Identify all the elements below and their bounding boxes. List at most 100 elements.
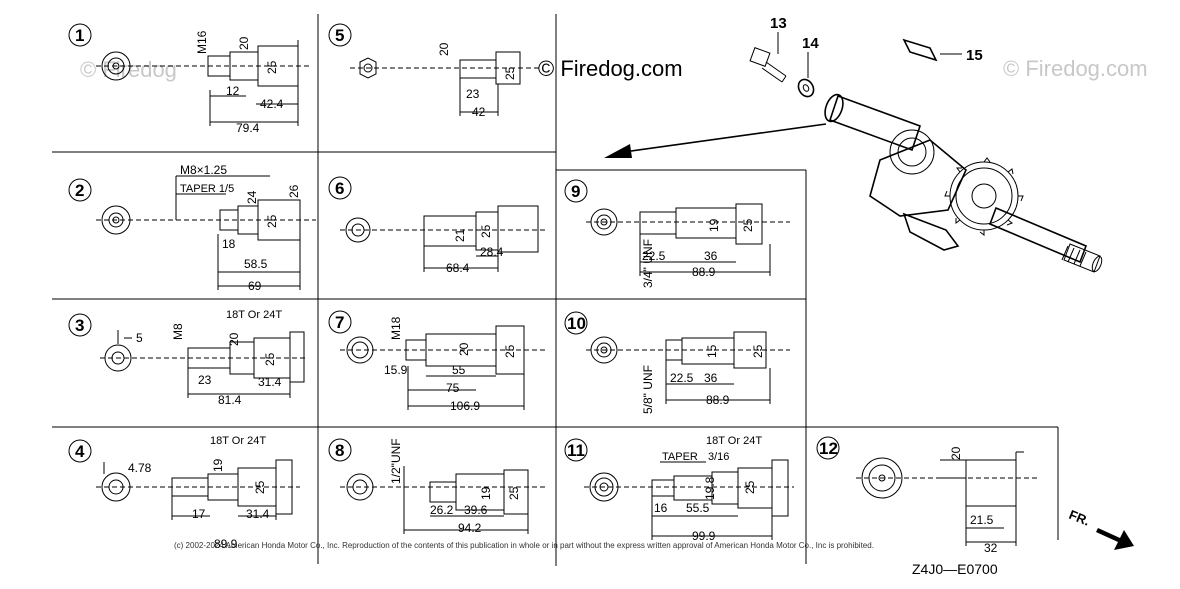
dim-label: 25 (507, 486, 521, 500)
dim-label: 69 (248, 279, 262, 293)
panel-2: 2 M8×1.25 TAPER 1/5 24 25 26 18 58.5 69 (68, 163, 316, 293)
dim-label: 17 (192, 507, 206, 521)
dim-label: 21.5 (970, 513, 994, 527)
dim-label: 19 (211, 458, 225, 472)
dim-label: 19 (479, 486, 493, 500)
dim-label: 42.4 (260, 97, 284, 111)
arrow-icon (604, 123, 827, 158)
panel-number: 12 (819, 439, 838, 458)
dim-label: 3/4" UNF (641, 239, 655, 288)
dim-label: 79.4 (236, 121, 260, 135)
dim-label: 21 (453, 228, 467, 242)
dim-label: 18T Or 24T (210, 435, 266, 447)
dim-label: 26 (287, 184, 301, 198)
crankshaft-icon (824, 93, 1103, 273)
dim-label: 19 (707, 218, 721, 232)
dim-label: 25 (265, 214, 279, 228)
part-number-13: 13 (770, 15, 787, 32)
dim-label: 26.2 (430, 503, 454, 517)
panel-number: 5 (335, 26, 344, 45)
dim-label: 42 (472, 105, 486, 119)
copyright-notice: (c) 2002-2024 American Honda Motor Co., … (174, 541, 874, 550)
dim-label: 36 (704, 371, 718, 385)
dim-label: 68.4 (446, 261, 470, 275)
part-number-14: 14 (802, 35, 819, 52)
dim-label: 25 (263, 352, 277, 366)
woodruff-key-icon (902, 38, 938, 62)
panel-4: 4 4.78 18T Or 24T 19 25 17 31.4 89.9 (68, 435, 300, 551)
dim-label: 81.4 (218, 393, 242, 407)
dim-label: 19.8 (703, 476, 717, 500)
panel-number: 9 (571, 182, 580, 201)
diagram-code: Z4J0—E0700 (912, 561, 998, 577)
dim-label: 25 (253, 480, 267, 494)
panel-number: 10 (567, 314, 586, 333)
grid-lines (52, 14, 1059, 566)
dim-label: 20 (237, 36, 251, 50)
dim-label: 32 (984, 541, 998, 555)
panel-9: 9 19 25 22.5 36 3/4" UNF 88.9 (564, 179, 790, 288)
panel-10: 10 15 25 22.5 36 5/8" UNF 88.9 (564, 311, 790, 414)
dim-label: 25 (751, 344, 765, 358)
washer-icon (797, 78, 815, 98)
panel-number: 4 (75, 442, 85, 461)
watermark-left: © Firedog (80, 57, 177, 82)
dim-label: 25 (741, 218, 755, 232)
panel-number: 3 (75, 316, 84, 335)
dim-label: 55 (452, 363, 466, 377)
dim-label: 24 (245, 190, 259, 204)
dim-label: TAPER 1/5 (180, 183, 234, 195)
dim-label: 15 (705, 344, 719, 358)
panel-8: 8 1/2"UNF 19 25 26.2 39.6 94.2 (328, 438, 548, 535)
dim-label: 18T Or 24T (226, 309, 282, 321)
panel-7: 7 M18 20 25 15.9 55 75 106.9 (328, 310, 545, 413)
dim-label: 5/8" UNF (641, 365, 655, 414)
dim-label: 20 (437, 42, 451, 56)
dim-label: 36 (704, 249, 718, 263)
panel-number: 6 (335, 179, 344, 198)
dim-label: 20 (457, 342, 471, 356)
dim-label: 5 (136, 331, 143, 345)
dim-label: 89.9 (214, 537, 238, 551)
dim-label: M8 (171, 323, 185, 340)
dim-label: 15.9 (384, 363, 408, 377)
dim-label: M8×1.25 (180, 163, 227, 177)
dim-label: 58.5 (244, 257, 268, 271)
dim-label: 23 (198, 373, 212, 387)
dim-label: 25 (503, 66, 517, 80)
panel-number: 8 (335, 441, 344, 460)
panel-3: 3 5 M8 18T Or 24T 20 25 23 31.4 81.4 (68, 309, 305, 407)
panel-1: 1 M16 20 25 12 42.4 79.4 (68, 23, 312, 135)
dim-label: 20 (227, 332, 241, 346)
dim-label: 18T Or 24T (706, 435, 762, 447)
bolt-icon (749, 47, 787, 83)
dim-label: 12 (226, 84, 240, 98)
dim-label: 25 (743, 480, 757, 494)
dim-label: 39.6 (464, 503, 488, 517)
dim-label: 94.2 (458, 521, 482, 535)
panel-5: 5 20 25 23 42 (328, 23, 540, 119)
crankshaft-assembly: 13 14 15 (604, 15, 1103, 273)
dim-label: 31.4 (246, 507, 270, 521)
front-label: FR. (1067, 507, 1092, 529)
dim-label: 25 (503, 344, 517, 358)
dim-label: TAPER (662, 451, 698, 463)
panel-number: 1 (75, 26, 84, 45)
panel-number: 2 (75, 181, 84, 200)
dim-label: 55.5 (686, 501, 710, 515)
dim-label: 25 (479, 224, 493, 238)
part-number-15: 15 (966, 47, 983, 64)
dim-label: 88.9 (706, 393, 730, 407)
panel-12: 12 20 21.5 32 (816, 436, 1040, 555)
dim-label: 99.9 (692, 529, 716, 543)
dim-label: 1/2"UNF (389, 438, 403, 484)
watermark-center: © Firedog.com (538, 56, 683, 81)
dim-label: 22.5 (670, 371, 694, 385)
dim-label: 28.4 (480, 245, 504, 259)
front-direction-indicator: FR. (1067, 507, 1134, 550)
dim-label: 4.78 (128, 461, 152, 475)
dim-label: 3/16 (708, 451, 729, 463)
panel-number: 11 (567, 441, 585, 460)
dim-label: 23 (466, 87, 480, 101)
